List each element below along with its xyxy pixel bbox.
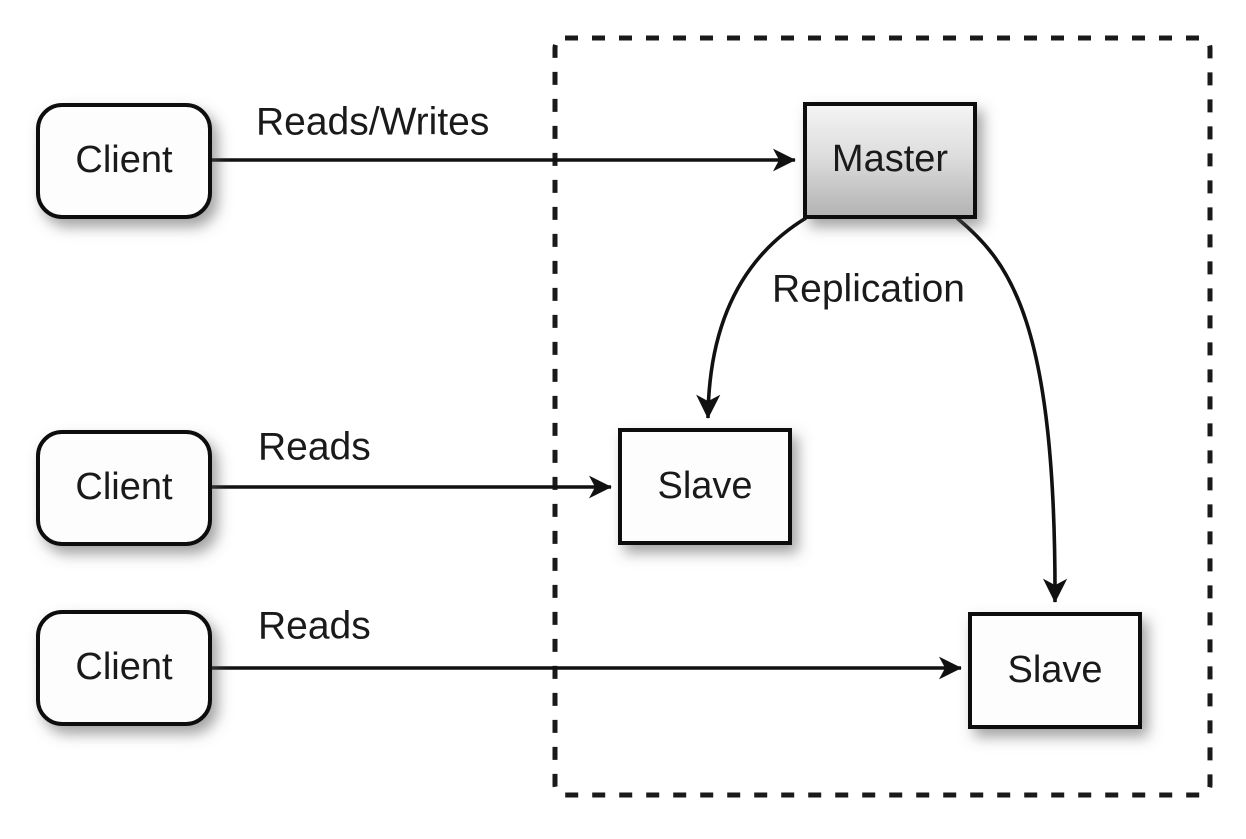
client-3-label: Client <box>75 646 173 688</box>
slave-2-label: Slave <box>1007 649 1102 691</box>
node-client-2[interactable]: Client <box>36 430 212 546</box>
edge-label-reads-writes: Reads/Writes <box>256 100 489 143</box>
node-slave-2[interactable]: Slave <box>968 612 1142 729</box>
node-slave-1[interactable]: Slave <box>618 428 792 545</box>
edge-label-replication: Replication <box>772 267 965 310</box>
slave-2-shape <box>968 612 1142 729</box>
master-shape <box>803 102 977 219</box>
edge-label-reads-1: Reads <box>258 425 371 468</box>
client-1-shape <box>36 103 212 219</box>
master-label: Master <box>832 138 948 180</box>
node-client-1[interactable]: Client <box>36 103 212 219</box>
edge-label-reads-2: Reads <box>258 604 371 647</box>
node-master[interactable]: Master <box>803 102 977 219</box>
client-2-shape <box>36 430 212 546</box>
node-client-3[interactable]: Client <box>36 610 212 726</box>
client-3-shape <box>36 610 212 726</box>
edge-master-slave1-curve <box>696 216 807 419</box>
slave-1-shape <box>618 428 792 545</box>
client-1-label: Client <box>75 139 173 181</box>
slave-1-label: Slave <box>657 465 752 507</box>
client-2-label: Client <box>75 466 173 508</box>
edge-master-slave2-curve <box>955 216 1068 603</box>
